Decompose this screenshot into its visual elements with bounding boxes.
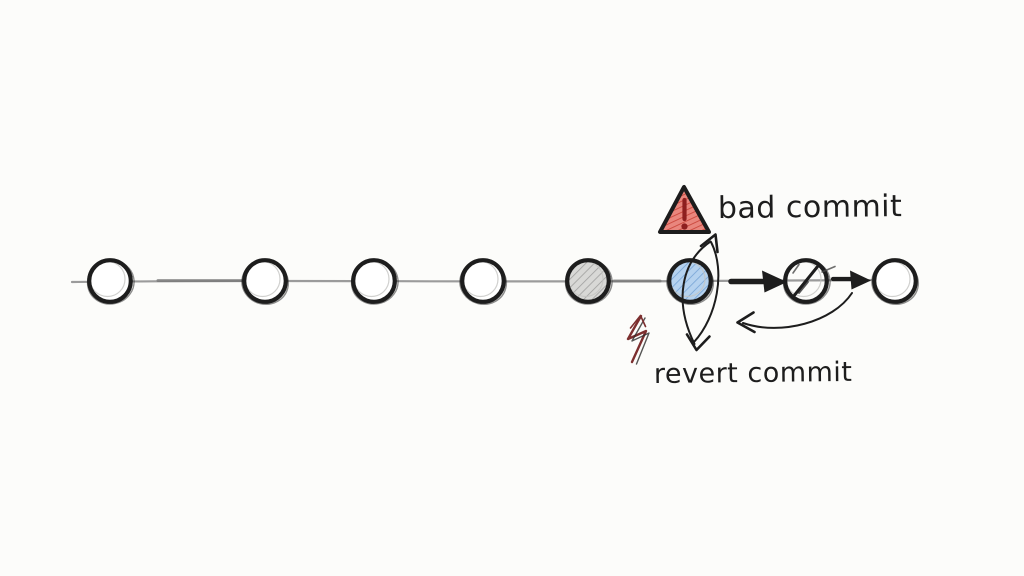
arrow-bad-to-revert	[728, 270, 787, 293]
commit-3	[350, 258, 399, 305]
commit-4	[459, 258, 508, 305]
arrowhead-up	[699, 233, 719, 254]
revert-commit-label: revert commit	[654, 357, 853, 390]
commit-7-revert	[782, 258, 831, 305]
arrowhead-left	[736, 311, 756, 334]
commit-2	[241, 258, 290, 305]
commit-1	[86, 258, 135, 305]
arc-down-to-revert	[681, 240, 712, 352]
scribble-mark	[626, 314, 650, 365]
commit-6-bad	[666, 258, 715, 305]
arrowhead-down	[685, 333, 711, 352]
arrow-revert-to-next	[830, 270, 871, 290]
commit-nodes	[86, 258, 920, 305]
arc-return-from-revert	[736, 292, 853, 334]
arc-up-to-warning	[693, 233, 720, 343]
sketch-tick-2	[821, 265, 836, 273]
sketch-tick-1	[792, 263, 800, 274]
bad-commit-label: bad commit	[718, 189, 903, 226]
revert-slash	[791, 264, 820, 299]
commit-8	[871, 258, 920, 305]
warning-icon	[658, 185, 711, 234]
commit-5-shaded	[564, 258, 613, 305]
